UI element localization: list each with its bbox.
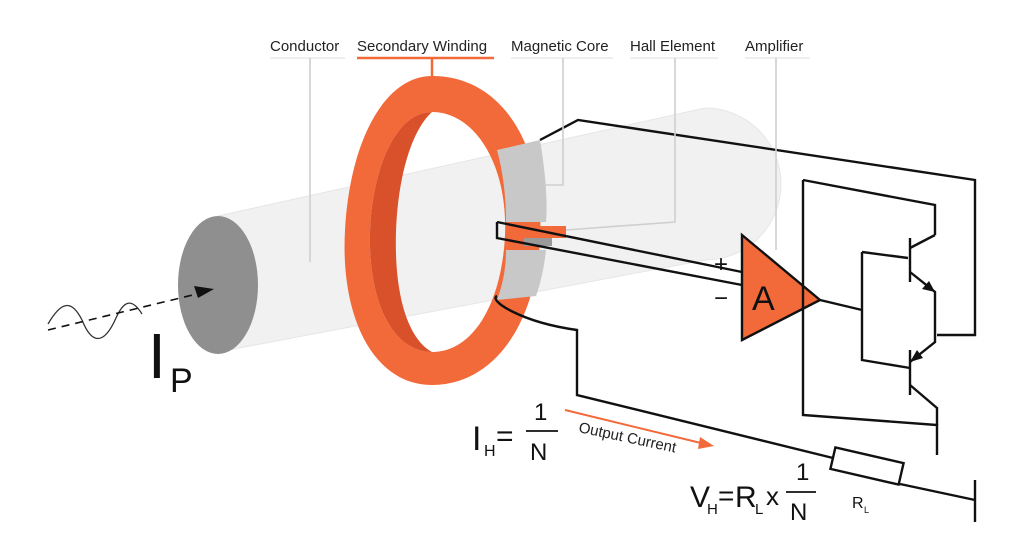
hall-current-formula: I H = 1 N: [472, 399, 558, 466]
amplifier: A + −: [714, 232, 823, 342]
load-resistor-label: R L: [852, 495, 869, 515]
output-stage: [494, 118, 977, 522]
label-hall-element: Hall Element: [630, 38, 716, 55]
hall-signal-leads: [495, 220, 743, 287]
amplifier-symbol: A: [752, 280, 775, 318]
hall-current-subscript: H: [484, 443, 496, 460]
load-resistor: [828, 445, 906, 487]
primary-current-symbol: I: [148, 320, 166, 392]
hall-current-symbol: I: [472, 420, 481, 458]
magnetic-core-section-upper: [497, 140, 547, 222]
hall-voltage-rl-subscript: L: [755, 501, 763, 518]
primary-current-subscript: P: [170, 362, 193, 400]
hall-voltage-times: x: [766, 481, 779, 511]
hall-voltage-formula: V H = R L x 1 N: [690, 459, 816, 526]
amplifier-triangle: [740, 232, 823, 342]
hall-current-numerator: 1: [534, 399, 547, 426]
label-conductor: Conductor: [270, 38, 339, 55]
secondary-winding: [344, 76, 541, 385]
hall-current-equals: =: [496, 420, 514, 453]
labels-row: Conductor Secondary Winding Magnetic Cor…: [270, 38, 810, 60]
hall-voltage-rl-symbol: R: [735, 481, 757, 514]
hall-voltage-denominator: N: [790, 499, 807, 526]
load-resistor-symbol: R: [852, 495, 864, 512]
sine-wave-icon: [47, 302, 143, 339]
conductor: [178, 107, 782, 354]
magnetic-core-section-lower: [497, 250, 546, 300]
magnetic-core-ring: [344, 76, 566, 385]
hall-voltage-symbol: V: [690, 481, 710, 514]
hall-element: [510, 226, 566, 238]
hall-voltage-numerator: 1: [796, 459, 809, 486]
label-amplifier: Amplifier: [745, 38, 803, 55]
output-current-indicator: Output Current: [564, 409, 714, 457]
leader-lines: [309, 58, 777, 262]
hall-current-denominator: N: [530, 439, 547, 466]
amplifier-plus-input: +: [714, 251, 728, 278]
conductor-end-face: [178, 216, 258, 354]
label-magnetic-core: Magnetic Core: [511, 38, 609, 55]
label-secondary-winding: Secondary Winding: [357, 38, 487, 55]
load-resistor-subscript: L: [864, 505, 869, 515]
hall-voltage-subscript: H: [707, 501, 718, 518]
amplifier-minus-input: −: [714, 285, 728, 312]
primary-current: I P: [47, 286, 214, 400]
hall-voltage-equals: =: [718, 480, 734, 511]
